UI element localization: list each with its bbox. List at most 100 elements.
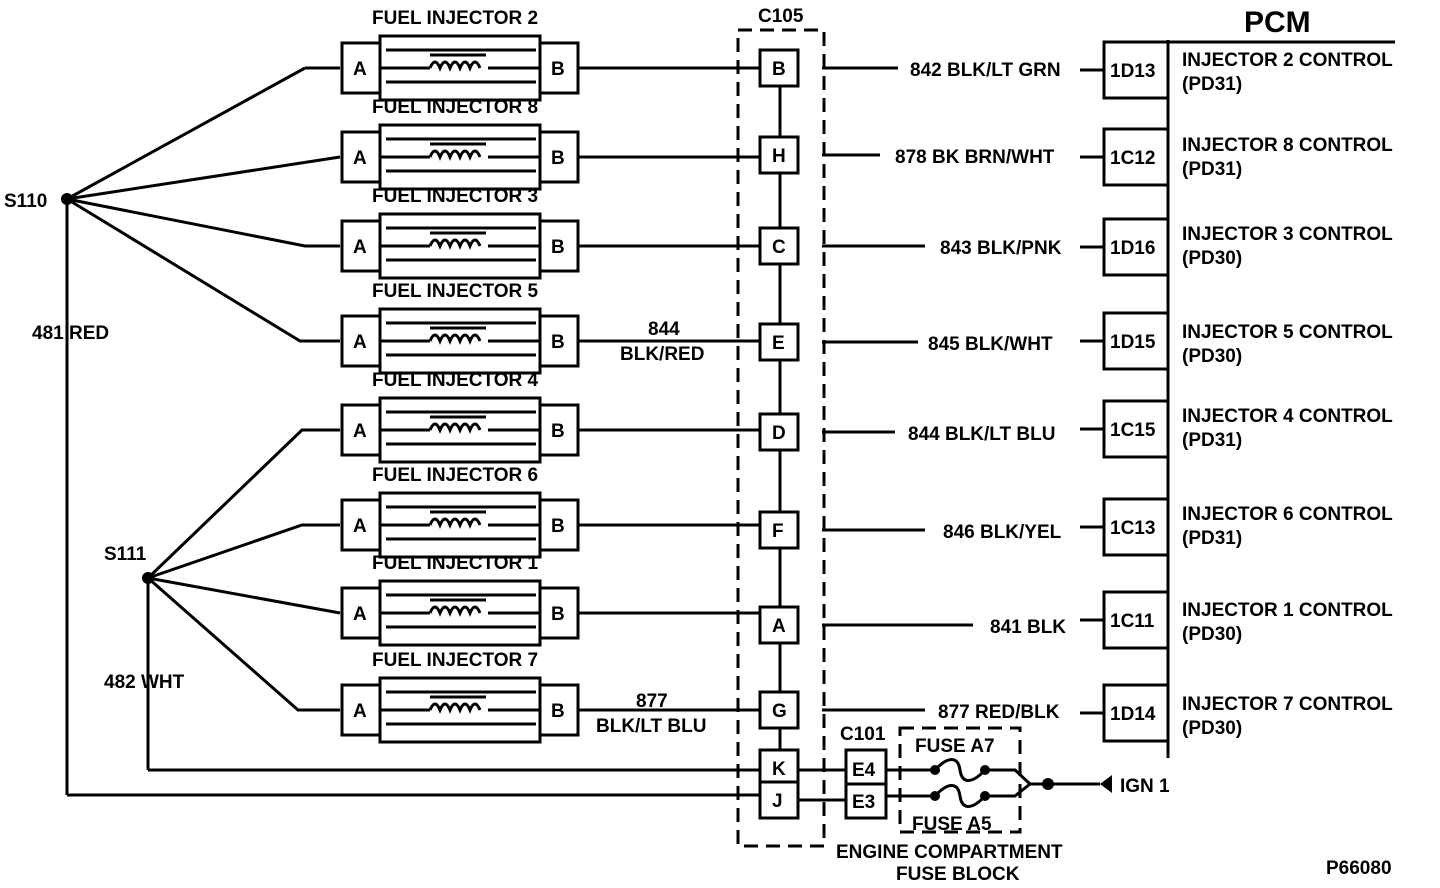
- inj7-circuit-number: 877: [636, 691, 668, 712]
- engine-compartment-fuse-block: FUSE A7 FUSE A5 IGN 1 ENGINE COMPARTMENT…: [836, 726, 1170, 885]
- fuse-block-outline: [898, 726, 1022, 834]
- fuse-block-title-line2: FUSE BLOCK: [896, 864, 1020, 885]
- pcm-pin-function: INJECTOR 5 CONTROL: [1182, 322, 1393, 343]
- injector-pin-a: A: [353, 421, 367, 442]
- injector-name: FUEL INJECTOR 5: [372, 281, 539, 302]
- injector-pin-b: B: [551, 59, 565, 80]
- pcm-pin-1c12: 1C12: [1110, 148, 1155, 169]
- figure-id: P66080: [1326, 858, 1392, 879]
- injector-pin-b: B: [551, 332, 565, 353]
- inj5-circuit-number: 844: [648, 319, 680, 340]
- injector-pin-a: A: [353, 237, 367, 258]
- c101-pin-e3: E3: [852, 792, 875, 813]
- c105-pin-box: [758, 322, 800, 362]
- pcm-pin-box: [1102, 127, 1170, 187]
- c105-pin-b: B: [772, 59, 786, 80]
- c105-pin-f: F: [772, 521, 784, 542]
- fuel-injector-7: FUEL INJECTOR 1 A B: [340, 553, 760, 647]
- c105-pin-g: G: [772, 701, 787, 722]
- injector-pin-a: A: [353, 701, 367, 722]
- s110-wire-label: 481 RED: [32, 323, 109, 344]
- c105-pin-box: [758, 690, 800, 730]
- c105-pin-box: [758, 412, 800, 452]
- c105-pin-box: [758, 780, 800, 820]
- c105-label: C105: [758, 6, 804, 27]
- pcm-pin-1c15: 1C15: [1110, 420, 1156, 441]
- c105-pin-box: [758, 605, 800, 645]
- pcm-pin-function: INJECTOR 6 CONTROL: [1182, 504, 1393, 525]
- injector-pin-b-box: [538, 683, 580, 737]
- solenoid-coil-icon: [428, 149, 482, 161]
- solenoid-coil-icon: [428, 422, 482, 434]
- fuse-a7-symbol: [933, 758, 987, 782]
- pcm-pin-function: INJECTOR 4 CONTROL: [1182, 406, 1393, 427]
- injector-pin-a: A: [353, 332, 367, 353]
- injector-pin-a: A: [353, 59, 367, 80]
- circuit-label: 841 BLK: [990, 617, 1066, 638]
- pcm-pin-1d16: 1D16: [1110, 238, 1155, 259]
- c105-pin-box: [758, 748, 800, 788]
- solenoid-coil-icon: [428, 60, 482, 72]
- c101-connector: C101 E4 E3: [798, 724, 935, 820]
- injector-name: FUEL INJECTOR 3: [372, 186, 538, 207]
- circuit-label: 842 BLK/LT GRN: [910, 60, 1061, 81]
- pcm-pin-driver: (PD31): [1182, 159, 1242, 180]
- c105-pin-box: [758, 510, 800, 550]
- pcm-pin-function: INJECTOR 1 CONTROL: [1182, 600, 1393, 621]
- pcm-pin-box: [1102, 217, 1170, 277]
- injector-name: FUEL INJECTOR 8: [372, 97, 538, 118]
- s111-splice: S111 482 WHT: [104, 428, 760, 772]
- c105-pin-a: A: [772, 616, 786, 637]
- circuit-label: 846 BLK/YEL: [943, 522, 1062, 543]
- injector-pin-b: B: [551, 604, 565, 625]
- c101-label: C101: [840, 724, 886, 745]
- circuit-label: 877 RED/BLK: [938, 702, 1060, 723]
- injector-name: FUEL INJECTOR 4: [372, 370, 539, 391]
- circuit-label: 878 BK BRN/WHT: [895, 147, 1055, 168]
- solenoid-coil-icon: [428, 517, 482, 529]
- injector-pin-b-box: [538, 219, 580, 273]
- fuse-a5-label: FUSE A5: [912, 814, 992, 835]
- injector-pin-b: B: [551, 516, 565, 537]
- c101-pin-e4: E4: [852, 760, 876, 781]
- pcm-pin-driver: (PD30): [1182, 346, 1242, 367]
- fuel-injector-4: FUEL INJECTOR 5 A B: [340, 281, 760, 375]
- injector-pin-b: B: [551, 148, 565, 169]
- injector-pin-a-box: [340, 403, 382, 457]
- s111-label: S111: [104, 544, 147, 565]
- pcm-pin-function: INJECTOR 8 CONTROL: [1182, 135, 1393, 156]
- pcm-pin-1d13: 1D13: [1110, 61, 1155, 82]
- pcm-pin-box: [1102, 399, 1170, 459]
- circuit-label: 843 BLK/PNK: [940, 238, 1062, 259]
- injector-pin-a: A: [353, 604, 367, 625]
- c105-pin-d: D: [772, 423, 786, 444]
- solenoid-coil-icon: [428, 333, 482, 345]
- injector-pin-a-box: [340, 130, 382, 184]
- c105-pin-j: J: [772, 791, 783, 812]
- c105-outline: [736, 28, 826, 848]
- pcm-pin-1d15: 1D15: [1110, 332, 1156, 353]
- pcm-title: PCM: [1244, 6, 1311, 39]
- pcm-pin-function: INJECTOR 7 CONTROL: [1182, 694, 1393, 715]
- injector-name: FUEL INJECTOR 1: [372, 553, 539, 574]
- ign-label: IGN 1: [1120, 776, 1170, 797]
- s110-splice: S110 481 RED: [4, 66, 760, 797]
- c105-pin-k: K: [772, 759, 786, 780]
- pcm-pin-driver: (PD30): [1182, 624, 1242, 645]
- injector-pin-b-box: [538, 586, 580, 640]
- c105-pin-box: [758, 135, 800, 175]
- pcm-pin-function: INJECTOR 3 CONTROL: [1182, 224, 1393, 245]
- pcm-pin-box: [1102, 497, 1170, 557]
- solenoid-coil-icon: [428, 605, 482, 617]
- injector-name: FUEL INJECTOR 2: [372, 8, 538, 29]
- pcm-pin-driver: (PD30): [1182, 248, 1242, 269]
- pcm-pin-driver: (PD30): [1182, 718, 1242, 739]
- injector-pin-a-box: [340, 219, 382, 273]
